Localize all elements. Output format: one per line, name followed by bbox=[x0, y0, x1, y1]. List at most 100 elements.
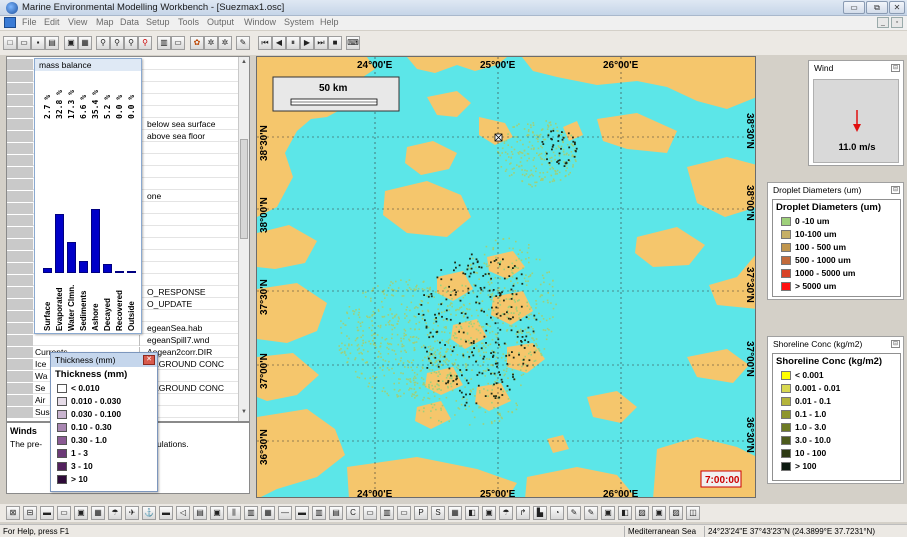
layer-tool-icon[interactable]: ▭ bbox=[397, 506, 411, 520]
layer-tool-icon[interactable]: ▬ bbox=[159, 506, 173, 520]
property-value[interactable]: O_RESPONSE bbox=[147, 287, 206, 297]
rewind-button[interactable]: ⏮ bbox=[258, 36, 272, 50]
pause-button[interactable]: ⏸ bbox=[286, 36, 300, 50]
layer-tool-icon[interactable]: ⊠ bbox=[6, 506, 20, 520]
draw-icon[interactable]: ✎ bbox=[236, 36, 250, 50]
zoom-icon[interactable]: ⚲ bbox=[96, 36, 110, 50]
copy-icon[interactable]: ▣ bbox=[64, 36, 78, 50]
layer-tool-icon[interactable]: ◫ bbox=[686, 506, 700, 520]
mdi-minimize-button[interactable]: _ bbox=[877, 17, 889, 28]
step-forward-button[interactable]: ⏭ bbox=[314, 36, 328, 50]
layer-tool-icon[interactable]: ▥ bbox=[244, 506, 258, 520]
menu-setup[interactable]: Setup bbox=[146, 17, 170, 27]
layer-tool-icon[interactable]: ✎ bbox=[567, 506, 581, 520]
settings-icon[interactable]: ✲ bbox=[204, 36, 218, 50]
layer-tool-icon[interactable]: ▦ bbox=[91, 506, 105, 520]
close-button[interactable]: ✕ bbox=[889, 1, 905, 14]
mdi-restore-button[interactable]: ▫ bbox=[891, 17, 903, 28]
palette-icon[interactable]: ✿ bbox=[190, 36, 204, 50]
property-value[interactable]: egeanSea.hab bbox=[147, 323, 203, 333]
new-icon[interactable]: □ bbox=[3, 36, 17, 50]
layer-tool-icon[interactable]: ▭ bbox=[363, 506, 377, 520]
print-icon[interactable]: ▤ bbox=[45, 36, 59, 50]
shoreline-legend-panel[interactable]: Shoreline Conc (kg/m2) ⊟ Shoreline Conc … bbox=[767, 336, 904, 484]
maximize-button[interactable]: ⧉ bbox=[866, 1, 888, 14]
menu-file[interactable]: File bbox=[22, 17, 37, 27]
wind-pin-icon[interactable]: ⊟ bbox=[891, 64, 900, 72]
scroll-up-icon[interactable]: ▲ bbox=[241, 59, 247, 65]
wind-panel[interactable]: Wind ⊟ 11.0 m/s bbox=[808, 60, 904, 166]
settings2-icon[interactable]: ✲ bbox=[218, 36, 232, 50]
layer-tool-icon[interactable]: ⊟ bbox=[23, 506, 37, 520]
stop-button[interactable]: ■ bbox=[328, 36, 342, 50]
layer-tool-icon[interactable]: ↱ bbox=[516, 506, 530, 520]
layer-tool-icon[interactable]: ⫼ bbox=[227, 506, 241, 520]
layer-tool-icon[interactable]: ☂ bbox=[499, 506, 513, 520]
save-icon[interactable]: ▪ bbox=[31, 36, 45, 50]
layer-tool-icon[interactable]: ▨ bbox=[669, 506, 683, 520]
menu-help[interactable]: Help bbox=[320, 17, 339, 27]
zoom-extent-icon[interactable]: ⚲ bbox=[138, 36, 152, 50]
map-view[interactable]: 50 km 24°00'E 25°00'E 26°00'E 24°00'E 25… bbox=[256, 56, 756, 498]
minimize-button[interactable]: ▭ bbox=[843, 1, 865, 14]
scroll-down-icon[interactable]: ▼ bbox=[241, 409, 247, 415]
record-button[interactable]: ⌨ bbox=[346, 36, 360, 50]
layer-tool-icon[interactable]: C bbox=[346, 506, 360, 520]
menu-edit[interactable]: Edit bbox=[44, 17, 60, 27]
property-value[interactable]: CKGROUND CONC bbox=[147, 383, 224, 393]
layer-tool-icon[interactable]: ▨ bbox=[635, 506, 649, 520]
step-back-button[interactable]: ◀ bbox=[272, 36, 286, 50]
layer-tool-icon[interactable]: P bbox=[414, 506, 428, 520]
menu-window[interactable]: Window bbox=[244, 17, 277, 27]
scroll-thumb[interactable] bbox=[240, 139, 248, 239]
layer-tool-icon[interactable]: ☂ bbox=[108, 506, 122, 520]
property-value[interactable]: one bbox=[147, 191, 162, 201]
layer-tool-icon[interactable]: ◧ bbox=[618, 506, 632, 520]
property-value[interactable]: above sea floor bbox=[147, 131, 206, 141]
droplet-pin-icon[interactable]: ⊟ bbox=[891, 186, 900, 194]
droplet-legend-panel[interactable]: Droplet Diameters (um) ⊟ Droplet Diamete… bbox=[767, 182, 904, 300]
layer-tool-icon[interactable]: ⚓ bbox=[142, 506, 156, 520]
layer-tool-icon[interactable]: ▤ bbox=[329, 506, 343, 520]
layer-tool-icon[interactable]: ▬ bbox=[40, 506, 54, 520]
property-value[interactable]: O_UPDATE bbox=[147, 299, 193, 309]
shoreline-pin-icon[interactable]: ⊟ bbox=[891, 340, 900, 348]
zoom-in-icon[interactable]: ⚲ bbox=[110, 36, 124, 50]
layer-tool-icon[interactable]: ✈ bbox=[125, 506, 139, 520]
property-row[interactable]: egeanSpill7.wnd bbox=[7, 335, 239, 346]
menu-view[interactable]: View bbox=[68, 17, 88, 27]
layer-tool-icon[interactable]: ▣ bbox=[482, 506, 496, 520]
property-value[interactable]: egeanSpill7.wnd bbox=[147, 335, 210, 345]
property-value[interactable]: CKGROUND CONC bbox=[147, 359, 224, 369]
layer-tool-icon[interactable]: ✎ bbox=[584, 506, 598, 520]
layer-tool-icon[interactable]: ▣ bbox=[74, 506, 88, 520]
menu-map[interactable]: Map bbox=[96, 17, 114, 27]
layer-tool-icon[interactable]: ▬ bbox=[295, 506, 309, 520]
layer-tool-icon[interactable]: ▥ bbox=[380, 506, 394, 520]
layer-tool-icon[interactable]: ▙ bbox=[533, 506, 547, 520]
open-icon[interactable]: ▭ bbox=[17, 36, 31, 50]
play-button[interactable]: ▶ bbox=[300, 36, 314, 50]
properties-scrollbar[interactable]: ▲ ▼ bbox=[238, 57, 249, 421]
layer-tool-icon[interactable]: ◧ bbox=[465, 506, 479, 520]
layer-tool-icon[interactable]: ▣ bbox=[601, 506, 615, 520]
layer-tool-icon[interactable]: ▥ bbox=[312, 506, 326, 520]
grid-icon[interactable]: ▥ bbox=[157, 36, 171, 50]
legend-icon[interactable]: ▭ bbox=[171, 36, 185, 50]
map-canvas[interactable]: 50 km 24°00'E 25°00'E 26°00'E 24°00'E 25… bbox=[257, 57, 756, 498]
layer-tool-icon[interactable]: ◔ bbox=[550, 506, 564, 520]
thickness-close-button[interactable]: ✕ bbox=[143, 355, 155, 365]
property-value[interactable]: Aegean2corr.DIR bbox=[147, 347, 213, 357]
menu-tools[interactable]: Tools bbox=[178, 17, 200, 27]
paste-icon[interactable]: ▦ bbox=[78, 36, 92, 50]
layer-tool-icon[interactable]: ▭ bbox=[57, 506, 71, 520]
layer-tool-icon[interactable]: ▦ bbox=[261, 506, 275, 520]
property-value[interactable]: below sea surface bbox=[147, 119, 216, 129]
layer-tool-icon[interactable]: ▣ bbox=[652, 506, 666, 520]
layer-tool-icon[interactable]: — bbox=[278, 506, 292, 520]
layer-tool-icon[interactable]: S bbox=[431, 506, 445, 520]
layer-tool-icon[interactable]: ▦ bbox=[448, 506, 462, 520]
layer-tool-icon[interactable]: ▤ bbox=[193, 506, 207, 520]
